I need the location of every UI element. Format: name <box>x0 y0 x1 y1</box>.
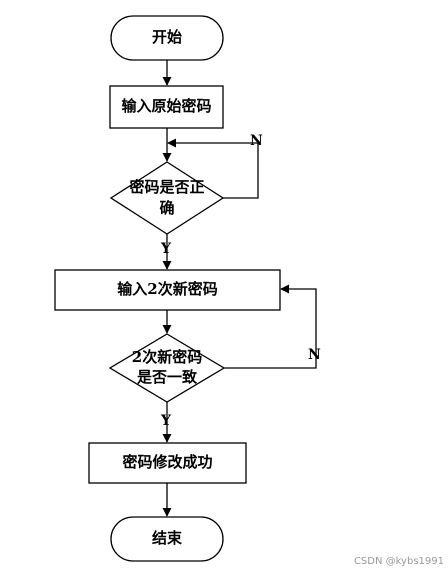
edge-label-yes-2: Y <box>161 413 171 429</box>
edge-label-yes-1: Y <box>161 241 171 257</box>
end-terminal <box>110 516 224 562</box>
edge-label-no-2: N <box>308 347 321 363</box>
input-new-password-twice-box <box>54 269 281 311</box>
input-new-password-twice-label: 输入2次新密码 <box>117 280 218 298</box>
start-label: 开始 <box>151 28 182 46</box>
arrow-check-no-loop <box>167 138 259 199</box>
change-success-box <box>88 442 247 484</box>
end-label: 结束 <box>151 529 182 547</box>
change-success-label: 密码修改成功 <box>122 453 213 471</box>
new-passwords-match-label-line1: 2次新密码 <box>131 348 203 366</box>
watermark: CSDN @kybs1991 <box>353 556 444 567</box>
password-correct-label-line2: 确 <box>159 199 175 217</box>
input-original-password-box <box>109 85 224 129</box>
password-correct-decision <box>109 161 225 235</box>
edge-label-no-1: N <box>250 133 263 149</box>
password-correct-label-line1: 密码是否正 <box>129 178 205 196</box>
new-passwords-match-label-line2: 是否一致 <box>136 368 197 386</box>
arrow-match-no-loop <box>224 284 317 369</box>
input-original-password-label: 输入原始密码 <box>121 97 212 115</box>
